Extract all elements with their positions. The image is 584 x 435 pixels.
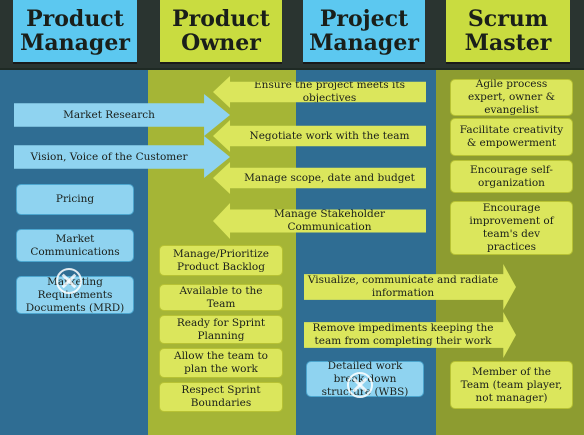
box-ready: Ready for Sprint Planning [159,315,283,344]
box-respect: Respect Sprint Boundaries [159,382,283,412]
box-agile-expert: Agile process expert, owner & evangelist [450,78,573,116]
box-encourage-improvement: Encourage improvement of team's dev prac… [450,201,573,255]
box-market-communications: Market Communications [16,229,134,262]
box-facilitate: Facilitate creativity & empowerment [450,118,573,156]
watermark-icon [56,268,82,294]
box-allow: Allow the team to plan the work [159,348,283,378]
box-available: Available to the Team [159,284,283,311]
header-project-manager: Project Manager [303,0,425,64]
box-member: Member of the Team (team player, not man… [450,361,573,409]
header-product-manager: Product Manager [13,0,137,64]
header-product-owner: Product Owner [160,0,282,64]
header-scrum-master: Scrum Master [446,0,570,64]
watermark-icon-2 [347,372,373,398]
box-pricing: Pricing [16,184,134,215]
box-encourage-self: Encourage self-organization [450,160,573,193]
box-backlog: Manage/Prioritize Product Backlog [159,245,283,276]
